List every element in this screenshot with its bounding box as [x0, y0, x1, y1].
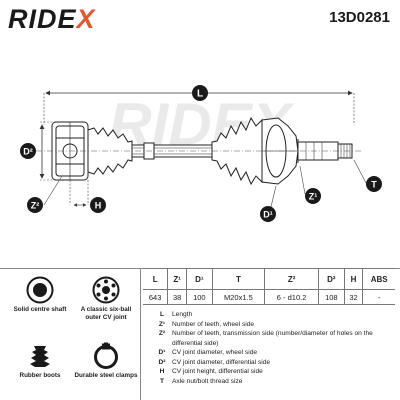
- spec-header-t: T: [211, 268, 265, 290]
- legend-desc: Number of teeth, transmission side (numb…: [172, 330, 373, 347]
- label-h-text: H: [95, 201, 102, 211]
- spec-header-d2: D²: [318, 268, 345, 290]
- legend-row: L Length: [152, 310, 397, 320]
- spec-header-l: L: [143, 268, 168, 290]
- legend-desc: Length: [172, 311, 193, 318]
- legend-sym: Z¹: [158, 320, 166, 328]
- spec-header-z1: Z¹: [167, 268, 187, 290]
- spec-value-l: 643: [143, 289, 168, 305]
- legend-desc: CV joint height, differential side: [172, 368, 263, 375]
- drive-shaft-diagram: RIDEX: [20, 85, 382, 222]
- legend-row: T Axle nut/bolt thread size: [152, 377, 397, 387]
- label-d2: D²: [20, 143, 36, 159]
- label-h: H: [90, 197, 106, 213]
- brand-logo: RIDEX: [8, 4, 96, 35]
- legend-desc: Axle nut/bolt thread size: [172, 377, 243, 385]
- legend-sym: D¹: [158, 349, 166, 356]
- feature-cv-joint: A classic six-ball outer CV joint: [74, 276, 138, 321]
- part-number: 13D0281: [329, 9, 390, 26]
- cv-joint-icon: [92, 276, 120, 304]
- solid-shaft-icon: [26, 276, 54, 304]
- spec-value-z1: 38: [167, 289, 187, 305]
- rubber-boot-icon: [30, 346, 50, 367]
- brand-logo-accent: X: [76, 4, 96, 34]
- label-z1-text: Z¹: [309, 192, 318, 202]
- legend-row: Z¹ Number of teeth, wheel side: [152, 320, 397, 330]
- label-length: L: [192, 85, 208, 101]
- legend-desc: CV joint diameter, wheel side: [172, 349, 258, 356]
- spec-value-d2: 108: [318, 289, 345, 305]
- legend-row: H CV joint height, differential side: [152, 367, 397, 377]
- label-d1-text: D¹: [263, 210, 273, 220]
- steel-clamp-icon: [94, 342, 118, 369]
- spec-header-d1: D¹: [186, 268, 213, 290]
- spec-table: L Z¹ D¹ T Z² D² H ABS 643 38 100 M20x1.5…: [143, 268, 395, 305]
- label-length-text: L: [197, 89, 203, 100]
- spec-table-header-row: L Z¹ D¹ T Z² D² H ABS: [143, 268, 395, 290]
- label-t: T: [366, 176, 382, 192]
- feature-label-cv-joint: A classic six-ball outer CV joint: [80, 306, 132, 321]
- legend-sym: Z²: [158, 330, 166, 337]
- spec-value-t: M20x1.5: [211, 289, 265, 305]
- feature-label-rubber-boots: Rubber boots: [19, 372, 61, 380]
- legend-row: D¹ CV joint diameter, wheel side: [152, 348, 397, 358]
- label-d2-text: D²: [23, 147, 33, 157]
- legend-desc: Number of teeth, wheel side: [172, 320, 255, 328]
- header: RIDEX 13D0281: [0, 0, 400, 34]
- spec-table-row: 643 38 100 M20x1.5 6 - d10.2 108 32 -: [143, 289, 395, 305]
- legend-sym: T: [159, 377, 165, 385]
- spec-header-abs: ABS: [362, 268, 395, 290]
- spec-header-z2: Z²: [264, 268, 319, 290]
- label-t-text: T: [371, 180, 377, 190]
- spec-value-h: 32: [343, 289, 363, 305]
- legend-sym: H: [159, 368, 165, 375]
- legend-row: D² CV joint diameter, differential side: [152, 358, 397, 368]
- spec-value-d1: 100: [186, 289, 213, 305]
- spec-divider: [140, 268, 141, 400]
- feature-solid-shaft: Solid centre shaft: [8, 276, 72, 314]
- spec-value-z2: 6 - d10.2: [264, 289, 319, 305]
- label-z2: Z²: [27, 197, 43, 213]
- spec-header-h: H: [343, 268, 363, 290]
- legend: L Length Z¹ Number of teeth, wheel side …: [152, 310, 397, 386]
- label-d1: D¹: [260, 206, 276, 222]
- feature-label-steel-clamps: Durable steel clamps: [74, 372, 138, 380]
- spec-value-abs: -: [362, 289, 395, 305]
- spec-section: L Z¹ D¹ T Z² D² H ABS 643 38 100 M20x1.5…: [0, 268, 400, 400]
- legend-desc: CV joint diameter, differential side: [172, 358, 271, 366]
- legend-sym: D²: [158, 358, 166, 366]
- legend-sym: L: [159, 311, 165, 318]
- label-z1: Z¹: [305, 188, 321, 204]
- feature-rubber-boots: Rubber boots: [8, 342, 72, 380]
- brand-logo-text: RIDE: [8, 4, 77, 34]
- feature-steel-clamps: Durable steel clamps: [74, 342, 138, 380]
- feature-label-solid-shaft: Solid centre shaft: [13, 306, 67, 314]
- legend-row: Z² Number of teeth, transmission side (n…: [152, 329, 397, 348]
- label-z2-text: Z²: [31, 201, 40, 211]
